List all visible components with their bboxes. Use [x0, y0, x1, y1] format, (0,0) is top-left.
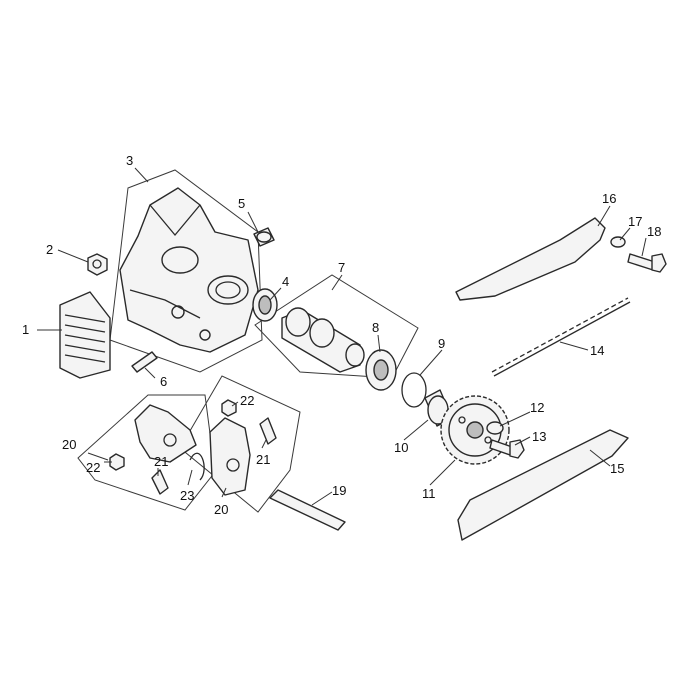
callout-15: 15 — [610, 461, 624, 476]
callout-5: 5 — [238, 196, 245, 211]
part-chain — [491, 297, 631, 377]
callout-9: 9 — [438, 336, 445, 351]
part-bolt — [489, 439, 525, 459]
part-bearing-right — [365, 349, 397, 391]
group-box-rocker-right — [179, 375, 301, 513]
part-washer — [486, 421, 504, 435]
part-nut — [87, 253, 108, 276]
part-chain-tensioner-upper — [455, 217, 606, 301]
callout-6: 6 — [160, 374, 167, 389]
part-bearing-left — [252, 288, 278, 322]
part-rocker-arm-right — [209, 417, 251, 496]
callout-22-right: 22 — [240, 393, 254, 408]
part-bushing — [253, 227, 275, 247]
callout-21-left: 21 — [154, 454, 168, 469]
part-pin — [131, 351, 158, 373]
leader-lines — [37, 167, 647, 506]
part-camshaft — [281, 307, 365, 373]
callout-4: 4 — [282, 274, 289, 289]
part-nut-left — [109, 453, 125, 471]
callout-19: 19 — [332, 483, 346, 498]
callout-17: 17 — [628, 214, 642, 229]
callout-12: 12 — [530, 400, 544, 415]
part-adjuster-right — [259, 417, 277, 445]
callout-1: 1 — [22, 322, 29, 337]
callout-20-left: 20 — [62, 437, 76, 452]
callout-23: 23 — [180, 488, 194, 503]
part-bolt-tensioner — [627, 253, 667, 273]
part-rocker-arm-left — [134, 404, 197, 463]
callout-10: 10 — [394, 440, 408, 455]
part-bushing-small — [610, 236, 626, 248]
part-nut-right — [221, 399, 237, 417]
callout-3: 3 — [126, 153, 133, 168]
callout-16: 16 — [602, 191, 616, 206]
part-spring-clip — [189, 452, 205, 481]
part-housing — [119, 187, 259, 353]
callout-14: 14 — [590, 343, 604, 358]
callout-20-right: 20 — [214, 502, 228, 517]
callout-8: 8 — [372, 320, 379, 335]
callout-22-left: 22 — [86, 460, 100, 475]
part-circlip — [401, 372, 427, 408]
callout-13: 13 — [532, 429, 546, 444]
part-filter-grille — [59, 291, 111, 379]
callout-18: 18 — [647, 224, 661, 239]
part-adjuster-left — [151, 469, 169, 495]
callout-21-right: 21 — [256, 452, 270, 467]
callout-7: 7 — [338, 260, 345, 275]
callout-2: 2 — [46, 242, 53, 257]
group-box-camshaft — [254, 274, 419, 379]
part-rocker-shaft — [269, 489, 346, 531]
callout-11: 11 — [422, 486, 436, 501]
part-chain-guide-lower — [457, 429, 629, 541]
